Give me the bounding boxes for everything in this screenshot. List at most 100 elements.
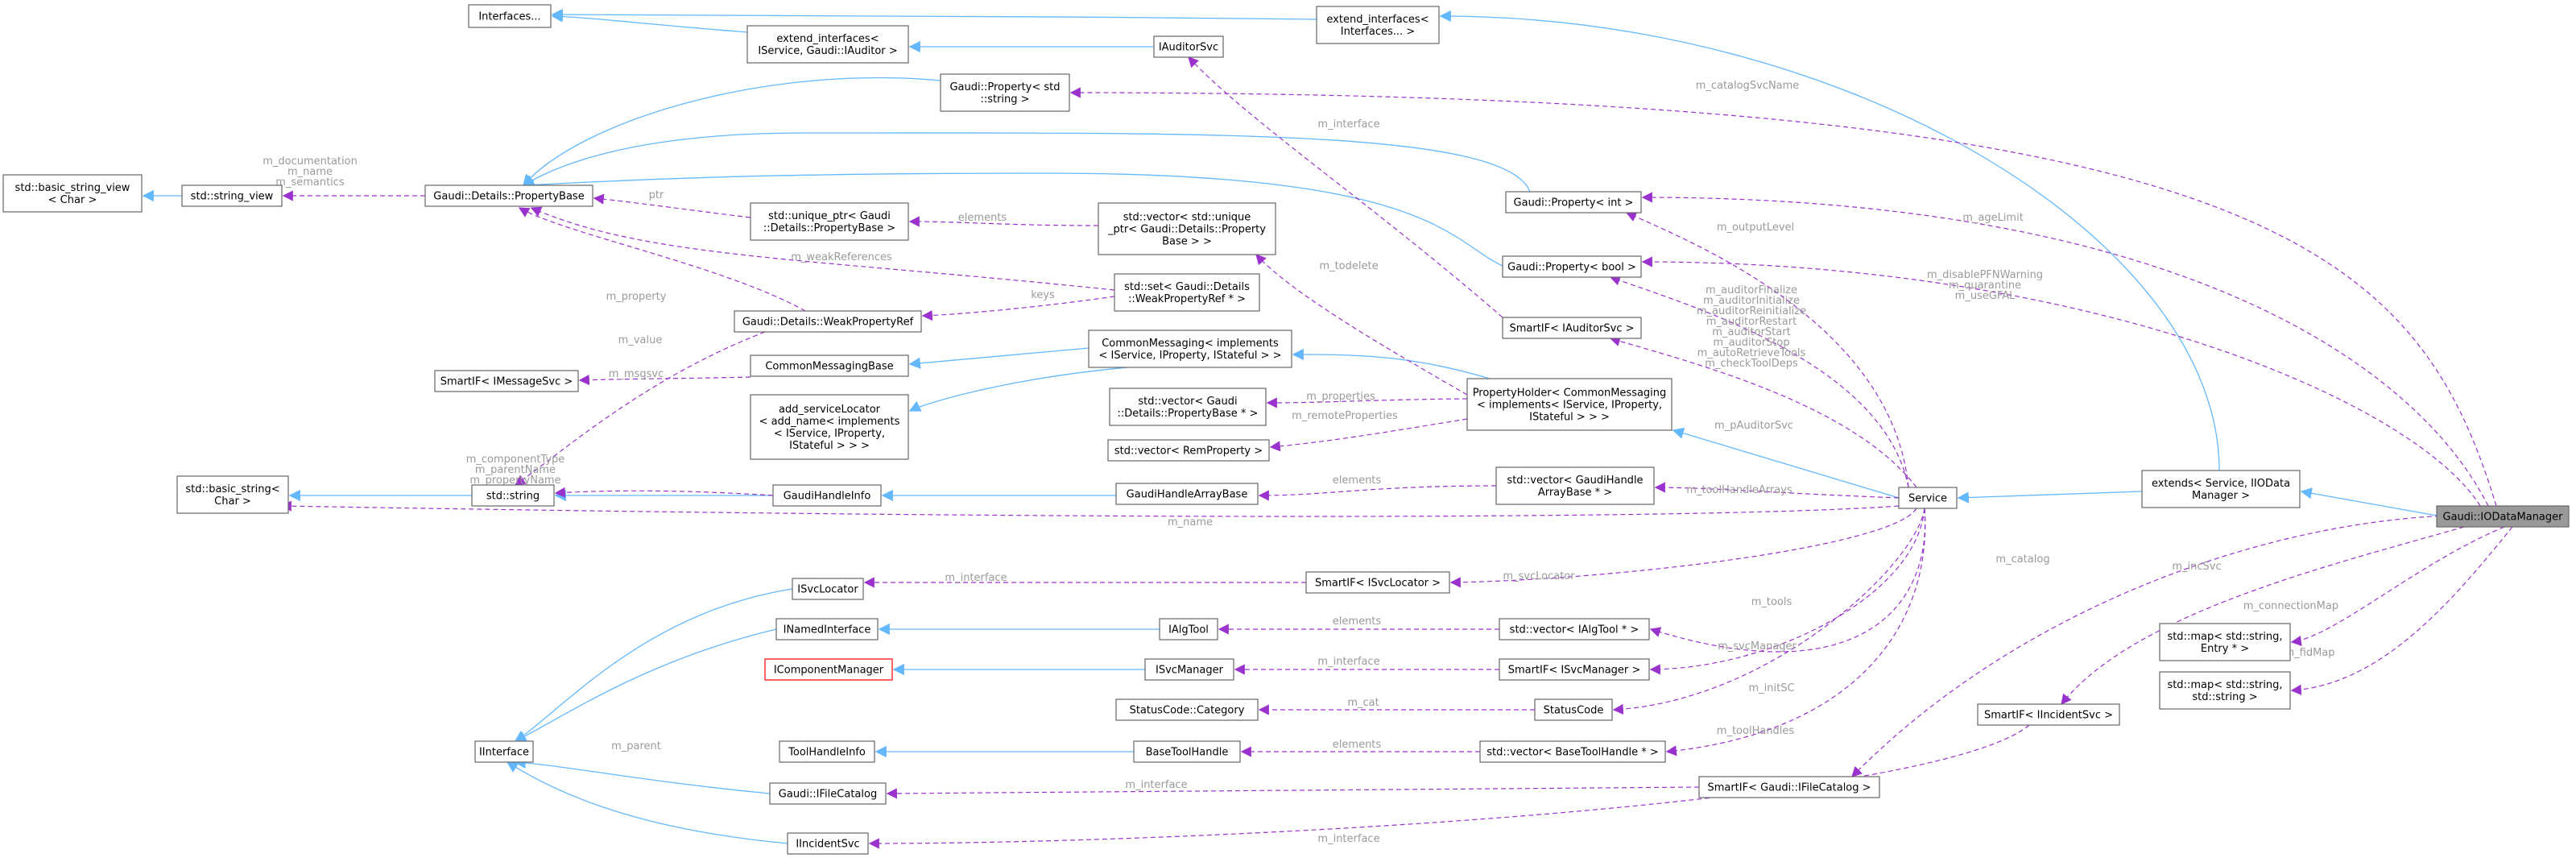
class-name-text: std::vector< BaseToolHandle * > (1486, 747, 1659, 759)
class-box (940, 73, 1070, 112)
class-node-ifilecatalog[interactable]: Gaudi::IFileCatalog (769, 782, 887, 805)
class-node-icomponentmanager[interactable]: IComponentManager (764, 658, 893, 681)
inheritance-edge (1672, 427, 1900, 499)
class-node-smartif-iauditorsvc[interactable]: SmartIF< IAuditorSvc > (1502, 317, 1642, 339)
class-node-gaudihandleinfo[interactable]: GaudiHandleInfo (772, 484, 882, 507)
class-node-smartif-iincidentsvc[interactable]: SmartIF< IIncidentSvc > (1977, 703, 2120, 726)
class-node-vector-ialgtool[interactable]: std::vector< IAlgTool * > (1499, 618, 1650, 640)
usage-edge (2290, 526, 2505, 647)
inheritance-edge (551, 8, 1317, 21)
class-name-text: SmartIF< Gaudi::IFileCatalog > (1707, 782, 1871, 794)
usage-edge (1665, 508, 1926, 756)
class-node-map-entry[interactable]: std::map< std::string,Entry * > (2159, 623, 2291, 661)
class-box (1466, 378, 1673, 431)
class-name-text: GaudiHandleArrayBase (1127, 489, 1248, 501)
class-box (772, 484, 882, 507)
usage-edge (1649, 508, 1926, 653)
class-node-iauditorsvc[interactable]: IAuditorSvc (1153, 35, 1224, 58)
class-box (1305, 571, 1450, 594)
class-name-text: CommonMessaging< implements (1102, 338, 1279, 350)
class-name-text: Gaudi::IFileCatalog (779, 789, 877, 801)
class-box (1133, 740, 1241, 763)
class-node-basic-string[interactable]: std::basic_string<Char > (176, 475, 289, 514)
class-box (787, 832, 869, 855)
class-node-prop-string[interactable]: Gaudi::Property< std::string > (940, 73, 1070, 112)
class-node-iodatamanager[interactable]: Gaudi::IODataManager (2436, 505, 2570, 528)
usage-edge (1641, 192, 2489, 507)
edge-label-m-fidMap: m_fidMap (2284, 647, 2334, 659)
edge-label-m-catalogSvcName: m_catalogSvcName (1696, 80, 1800, 92)
class-node-prop-int[interactable]: Gaudi::Property< int > (1505, 191, 1642, 213)
class-node-prop-bool[interactable]: Gaudi::Property< bool > (1502, 255, 1642, 278)
class-node-smartif-ifilecatalog[interactable]: SmartIF< Gaudi::IFileCatalog > (1698, 776, 1880, 798)
class-node-service[interactable]: Service (1898, 487, 1958, 509)
class-node-commonmessagingbase[interactable]: CommonMessagingBase (750, 354, 909, 377)
class-name-text: IIncidentSvc (796, 839, 859, 851)
class-node-basic-string-view[interactable]: std::basic_string_view< Char > (2, 174, 143, 213)
class-node-smartif-imessagesvc[interactable]: SmartIF< IMessageSvc > (434, 370, 579, 392)
class-node-iincidentsvc[interactable]: IIncidentSvc (787, 832, 869, 855)
class-node-vector-propertybase[interactable]: std::vector< Gaudi::Details::PropertyBas… (1109, 388, 1267, 426)
class-node-smartif-isvcmanager[interactable]: SmartIF< ISvcManager > (1499, 658, 1650, 681)
edge-label-bool-service: m_auditorRestart (1706, 316, 1797, 328)
edge-label-bool-service: m_auditorStop (1713, 337, 1789, 349)
usage-edge (280, 500, 1900, 517)
class-node-weakpropertyref[interactable]: Gaudi::Details::WeakPropertyRef (734, 310, 922, 333)
class-name-text: SmartIF< ISvcManager > (1508, 665, 1641, 677)
class-node-commonmessaging[interactable]: CommonMessaging< implements< IService, I… (1088, 330, 1292, 368)
edge-label-m-interface-locator: m_interface (945, 572, 1007, 584)
class-node-propertybase[interactable]: Gaudi::Details::PropertyBase (424, 184, 593, 207)
edge-label-m-svcLocator: m_svcLocator (1503, 570, 1575, 582)
edge-label-bool-service: m_auditorReinitialize (1697, 305, 1806, 317)
class-node-isvclocator[interactable]: ISvcLocator (792, 578, 864, 600)
class-box (1153, 35, 1224, 58)
class-name-text: SmartIF< IAuditorSvc > (1509, 323, 1634, 335)
edge-label-bool-iodata: m_quarantine (1949, 280, 2021, 292)
class-box (176, 475, 289, 514)
inheritance-edge (908, 367, 1128, 412)
class-node-string-view[interactable]: std::string_view (181, 184, 283, 207)
edge-label-m-incSvc: m_incSvc (2172, 561, 2221, 573)
class-node-statuscode-category[interactable]: StatusCode::Category (1115, 698, 1259, 721)
class-name-text: PropertyHolder< CommonMessaging (1473, 388, 1667, 400)
class-node-inamedinterface[interactable]: INamedInterface (775, 618, 879, 640)
class-name-text: < implements< IService, IProperty, (1477, 400, 1662, 412)
class-name-text: < add_name< implements (759, 416, 900, 428)
class-name-text: ArrayBase * > (1538, 487, 1612, 499)
class-node-set-weakref[interactable]: std::set< Gaudi::Details::WeakPropertyRe… (1114, 273, 1260, 312)
class-name-text: SmartIF< ISvcLocator > (1315, 578, 1441, 590)
class-node-add-servicelocator[interactable]: add_serviceLocator< add_name< implements… (750, 394, 909, 460)
class-node-vector-basetoolhandle[interactable]: std::vector< BaseToolHandle * > (1479, 740, 1666, 763)
class-node-std-string[interactable]: std::string (471, 484, 555, 507)
class-node-vector-unique-ptr[interactable]: std::vector< std::unique_ptr< Gaudi::Det… (1098, 202, 1276, 255)
class-node-ext-interfaces[interactable]: extend_interfaces<Interfaces... > (1316, 6, 1440, 44)
class-node-ialgtool[interactable]: IAlgTool (1159, 618, 1218, 640)
class-node-vector-gaudihandle[interactable]: std::vector< GaudiHandleArrayBase * > (1495, 466, 1655, 505)
class-box (1159, 618, 1218, 640)
class-node-ext-iservice-iauditor[interactable]: extend_interfaces<IService, Gaudi::IAudi… (746, 25, 909, 64)
class-node-basetoolhandle[interactable]: BaseToolHandle (1133, 740, 1241, 763)
inheritance-edge (522, 172, 1503, 267)
class-name-text: ToolHandleInfo (788, 747, 866, 759)
class-node-gaudihandlearraybase[interactable]: GaudiHandleArrayBase (1115, 483, 1259, 505)
class-node-toolhandleinfo[interactable]: ToolHandleInfo (779, 740, 875, 763)
class-node-iinterface[interactable]: IInterface (474, 740, 534, 763)
class-box (1088, 330, 1292, 368)
class-node-statuscode[interactable]: StatusCode (1534, 698, 1613, 721)
edge-label-m-remoteProperties: m_remoteProperties (1292, 410, 1398, 422)
class-name-text: Gaudi::Property< bool > (1507, 262, 1636, 274)
class-node-propertyholder[interactable]: PropertyHolder< CommonMessaging< impleme… (1466, 378, 1673, 431)
edge-label-m-toolHandleArrays: m_toolHandleArrays (1686, 484, 1792, 496)
class-node-map-string[interactable]: std::map< std::string,std::string > (2159, 671, 2291, 710)
class-name-text: ::WeakPropertyRef * > (1128, 293, 1246, 305)
class-node-smartif-isvclocator[interactable]: SmartIF< ISvcLocator > (1305, 571, 1450, 594)
class-node-vector-remproperty[interactable]: std::vector< RemProperty > (1107, 439, 1270, 462)
class-box (2141, 470, 2301, 508)
class-node-isvcmanager[interactable]: ISvcManager (1144, 658, 1234, 681)
class-node-interfaces[interactable]: Interfaces... (468, 4, 552, 28)
class-name-text: ::Details::PropertyBase * > (1118, 408, 1259, 420)
class-node-unique-ptr[interactable]: std::unique_ptr< Gaudi::Details::Propert… (750, 202, 909, 241)
edge-label-m-value: m_value (618, 334, 663, 346)
edge-label-m-toolHandles: m_toolHandles (1717, 725, 1795, 737)
